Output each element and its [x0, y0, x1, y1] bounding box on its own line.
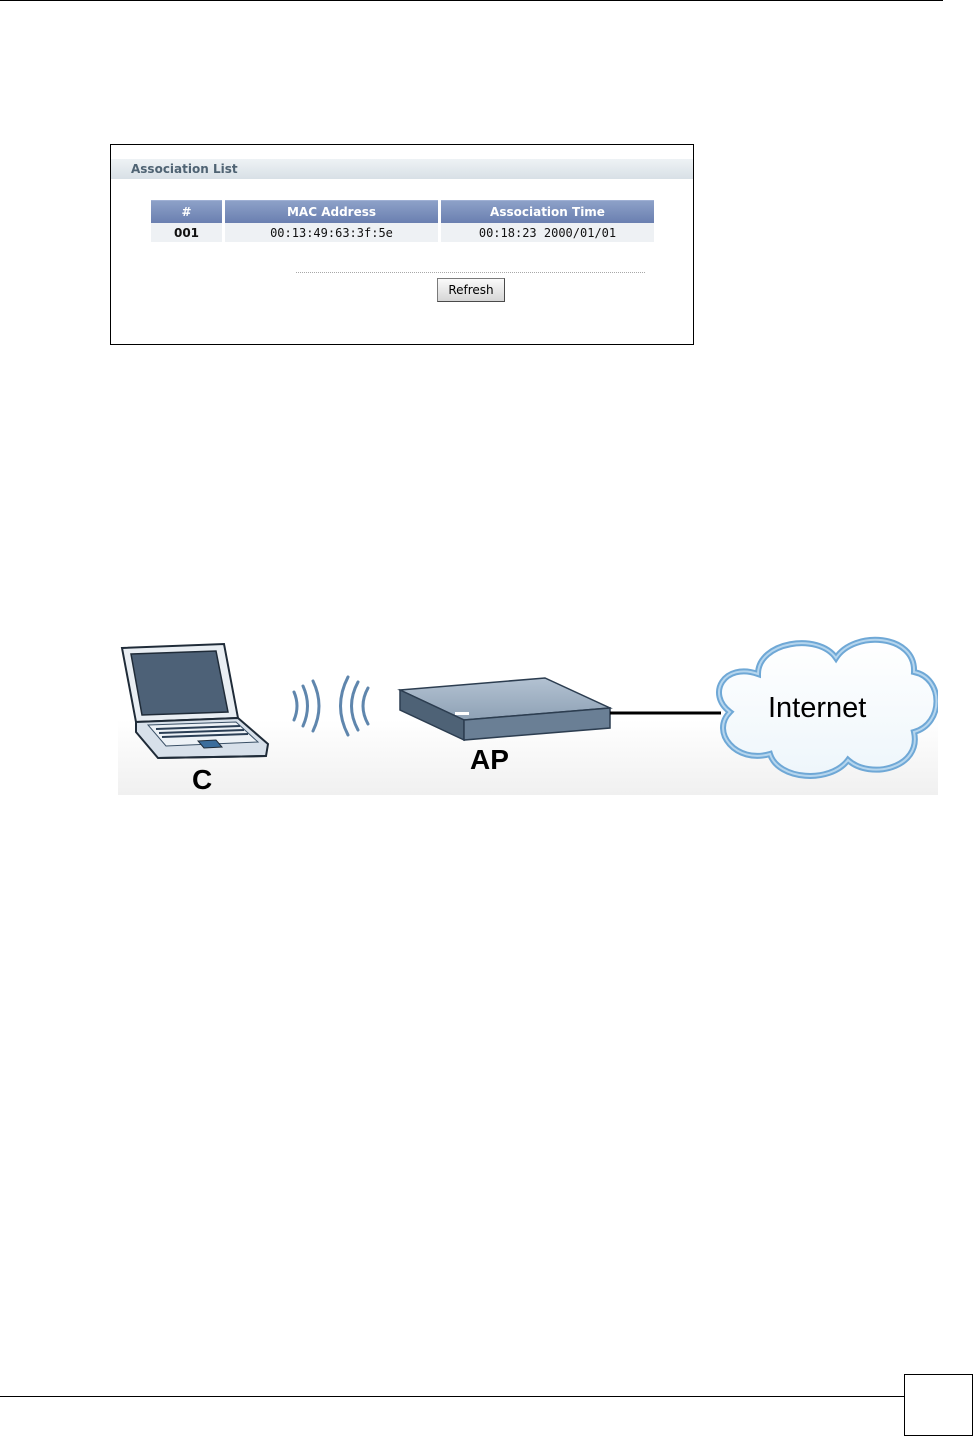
column-header-mac: MAC Address	[225, 200, 438, 223]
wireless-signal-icon	[294, 677, 368, 735]
separator	[296, 272, 645, 273]
client-label: C	[192, 764, 212, 796]
row-index: 001	[151, 223, 222, 242]
network-diagram: C AP Internet	[118, 628, 938, 795]
row-association-time: 00:18:23 2000/01/01	[441, 223, 654, 242]
column-header-index: #	[151, 200, 222, 223]
association-list-panel: Association List # MAC Address Associati…	[110, 144, 694, 345]
association-table: # MAC Address Association Time 001 00:13…	[148, 200, 657, 242]
table-row: 001 00:13:49:63:3f:5e 00:18:23 2000/01/0…	[151, 223, 654, 242]
bottom-rule	[0, 1396, 904, 1397]
laptop-icon	[122, 644, 268, 758]
panel-header: Association List	[111, 159, 693, 179]
ap-label: AP	[470, 744, 509, 776]
column-header-time: Association Time	[441, 200, 654, 223]
refresh-button[interactable]: Refresh	[437, 278, 505, 302]
access-point-icon	[400, 678, 610, 740]
page-number-box	[904, 1374, 973, 1436]
panel-title: Association List	[131, 162, 238, 176]
internet-label: Internet	[768, 692, 866, 725]
row-mac-address: 00:13:49:63:3f:5e	[225, 223, 438, 242]
top-rule	[0, 0, 943, 1]
table-header-row: # MAC Address Association Time	[151, 200, 654, 223]
